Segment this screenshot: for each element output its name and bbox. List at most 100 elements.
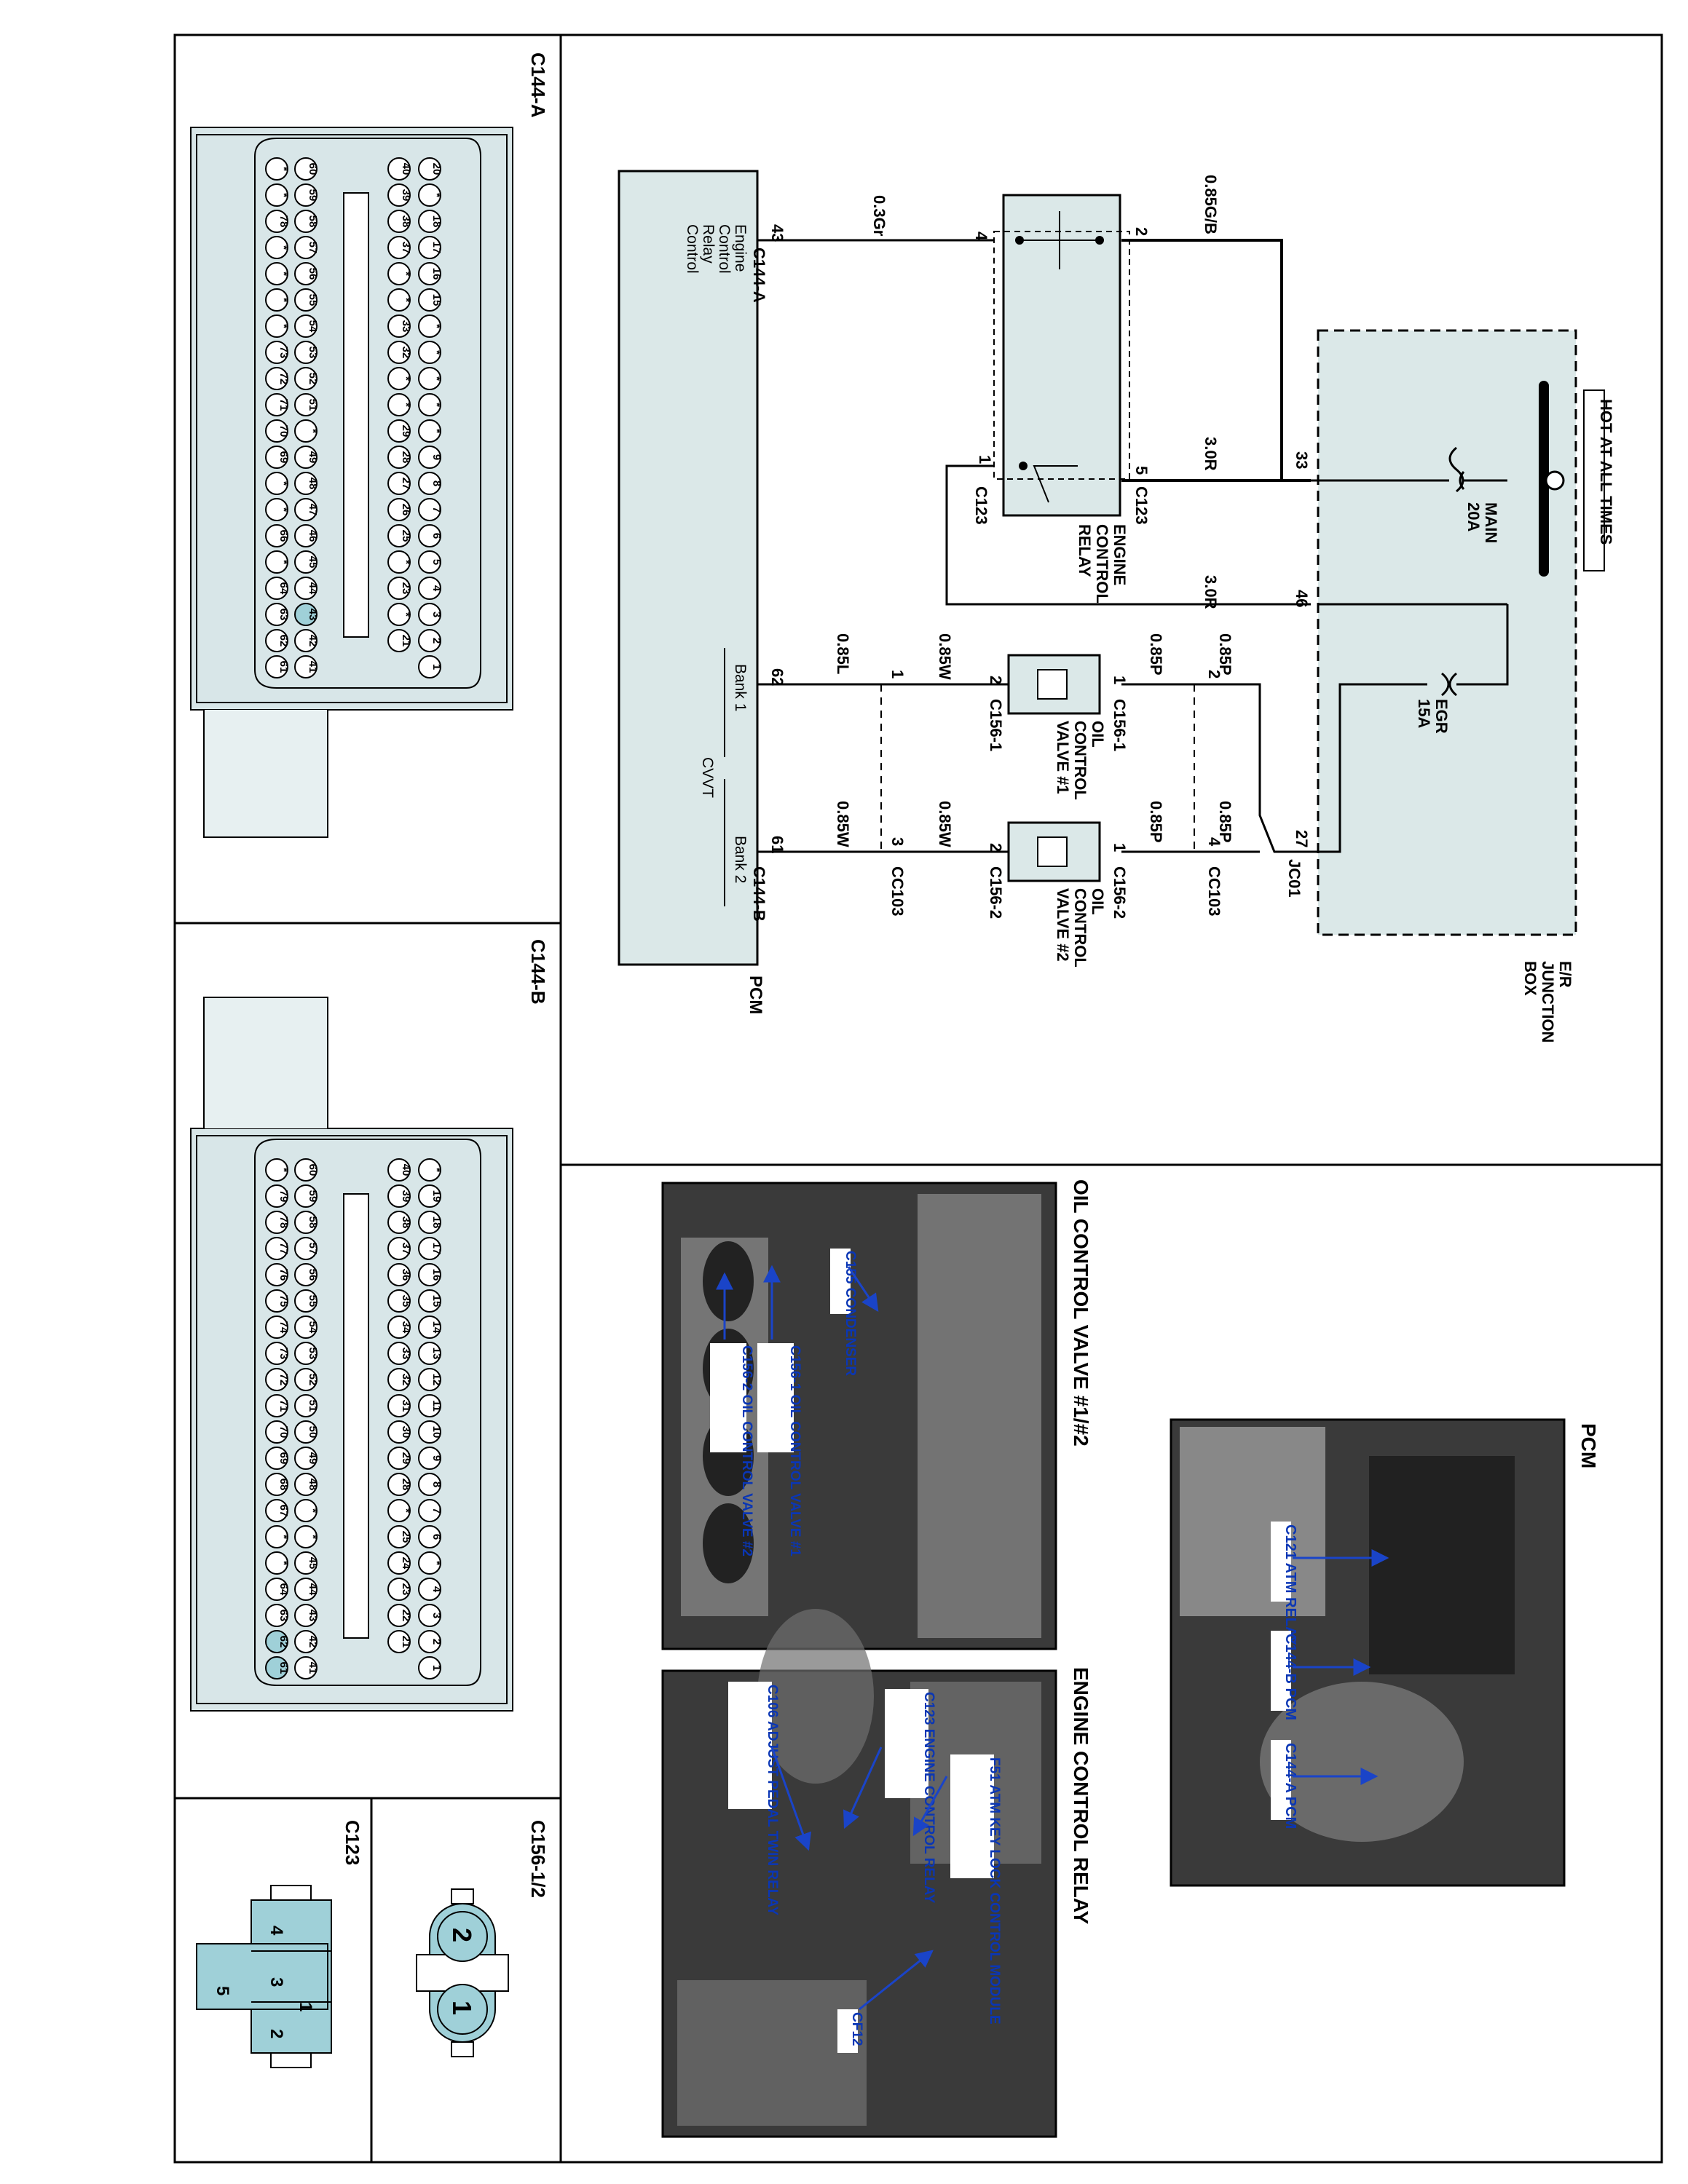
c144b-pin-circle — [418, 1551, 441, 1575]
svg-text:15A: 15A — [1415, 699, 1433, 728]
c144a-pin-label: * — [400, 298, 412, 302]
c144a-pin-label: 39 — [400, 189, 412, 202]
c144b-pin-label: 16 — [430, 1269, 443, 1281]
c144b-pin-label: 52 — [307, 1374, 319, 1386]
c144b-pin-circle — [387, 1263, 411, 1286]
valve-1-pin-1: 1 — [1111, 676, 1129, 684]
c144a-pin-label: * — [400, 612, 412, 617]
c144b-pin-label: 35 — [400, 1295, 412, 1307]
c144a-pin-circle — [294, 629, 318, 652]
c144a-pin-circle — [294, 262, 318, 285]
c144b-pin-circle — [294, 1499, 318, 1522]
c144b-pin-circle — [387, 1525, 411, 1548]
c144b-pin-label: * — [277, 1168, 290, 1172]
svg-text:Engine: Engine — [732, 224, 749, 272]
c144b-pin-circle — [265, 1315, 288, 1339]
cc103-label-top: CC103 — [1205, 866, 1223, 916]
c144a-pin-circle — [387, 446, 411, 469]
relay-name-label: ENGINE CONTROL RELAY — [1076, 524, 1129, 604]
c144b-pin-circle — [418, 1656, 441, 1679]
c144a-pin-circle — [418, 419, 441, 443]
pcm-bank2: Bank 2 — [732, 836, 749, 883]
c144a-pin-label: 9 — [430, 454, 443, 460]
pcm-cvvt: CVVT — [699, 757, 716, 798]
wire-085p-a: 0.85P — [1216, 633, 1234, 676]
c144a-pin-label: 25 — [400, 530, 412, 542]
c144b-pin-label: 75 — [277, 1295, 290, 1307]
c123-title: C123 — [342, 1820, 363, 1865]
valve-2-conn-bottom: C156-2 — [987, 866, 1005, 919]
c144a-pin-label: 18 — [430, 215, 443, 228]
valve-1-conn-bottom: C156-1 — [987, 699, 1005, 751]
c144a-pin-circle — [294, 446, 318, 469]
wire-085l: 0.85L — [834, 633, 852, 674]
c144b-pin-circle — [418, 1578, 441, 1601]
c144a-pin-label: * — [277, 560, 290, 564]
svg-text:VALVE #2: VALVE #2 — [1054, 888, 1072, 962]
c144b-pin-circle — [294, 1551, 318, 1575]
c144b-pin-circle — [418, 1499, 441, 1522]
c144a-pin-label: 60 — [307, 163, 319, 175]
c144b-pin-circle — [265, 1604, 288, 1627]
c144b-pin-label: 21 — [400, 1636, 412, 1648]
c144b-pin-label: 24 — [400, 1557, 412, 1570]
c144a-pin-label: 51 — [307, 399, 319, 411]
c144a-pin-label: 2 — [430, 638, 443, 644]
c144b-pin-circle — [418, 1420, 441, 1444]
c144a-pin-circle — [294, 341, 318, 364]
c144b-pin-circle — [294, 1525, 318, 1548]
valve-2-pin-1: 1 — [1111, 843, 1129, 852]
c144a-pin-label: 49 — [307, 451, 319, 464]
c144b-pin-circle — [265, 1630, 288, 1653]
c144a-pin-circle — [294, 550, 318, 574]
c144a-pin-circle — [265, 577, 288, 600]
c144b-pin-circle — [387, 1237, 411, 1260]
pcm-conn-a: C144-A — [750, 248, 768, 303]
c144b-pin-label: 61 — [277, 1662, 290, 1674]
c144a-pin-label: 29 — [400, 425, 412, 438]
c144a-pin-label: * — [430, 376, 443, 381]
c144a-pin-label: 20 — [430, 163, 443, 175]
c144b-pin-circle — [294, 1656, 318, 1679]
valve-2-conn-top: C156-2 — [1111, 866, 1129, 919]
c144a-pin-circle — [387, 419, 411, 443]
c144b-pin-circle — [265, 1263, 288, 1286]
c144a-pin-label: 69 — [277, 451, 290, 464]
c144b-pin-label: 15 — [430, 1295, 443, 1307]
c144a-pin-circle — [294, 419, 318, 443]
c144b-pin-label: 49 — [307, 1452, 319, 1465]
c144b-pin-circle — [265, 1237, 288, 1260]
c144a-pin-circle — [265, 314, 288, 338]
c144b-pin-circle — [265, 1499, 288, 1522]
c144b-pin-label: 50 — [307, 1426, 319, 1439]
c144b-pin-label: 13 — [430, 1348, 443, 1360]
c144a-pin-label: * — [430, 350, 443, 355]
c144a-pin-label: 41 — [307, 661, 319, 673]
c144b-pin-label: 30 — [400, 1426, 412, 1439]
c144a-pin-circle — [265, 550, 288, 574]
c144b-pin-label: 77 — [277, 1243, 290, 1255]
cc103-label-bottom: CC103 — [888, 866, 907, 916]
c144a-pin-circle — [387, 341, 411, 364]
c144a-pin-label: 32 — [400, 347, 412, 359]
cc103-pin-4: 4 — [1205, 837, 1223, 847]
c144b-pin-label: 70 — [277, 1426, 290, 1439]
svg-text:RELAY: RELAY — [1076, 524, 1094, 577]
svg-text:CONTROL: CONTROL — [1093, 524, 1111, 604]
c144b-pin-label: 18 — [430, 1216, 443, 1229]
ocv-photo-title: OIL CONTROL VALVE #1/#2 — [1070, 1179, 1092, 1447]
c144b-pin-circle — [387, 1630, 411, 1653]
c144b-pin-circle — [387, 1368, 411, 1391]
c144b-pin-label: 11 — [430, 1400, 443, 1412]
c144b-pin-circle — [265, 1342, 288, 1365]
c144a-pin-label: 16 — [430, 268, 443, 280]
c144a-pin-circle — [418, 393, 441, 416]
c144a-pin-label: 54 — [307, 320, 319, 333]
c144a-pin-circle — [265, 524, 288, 547]
c144b-pin-label: 3 — [430, 1613, 443, 1618]
c144b-pin-label: 17 — [430, 1243, 443, 1255]
svg-text:OIL: OIL — [1089, 888, 1107, 915]
c144a-pin-circle — [418, 577, 441, 600]
c144a-pin-circle — [294, 367, 318, 390]
